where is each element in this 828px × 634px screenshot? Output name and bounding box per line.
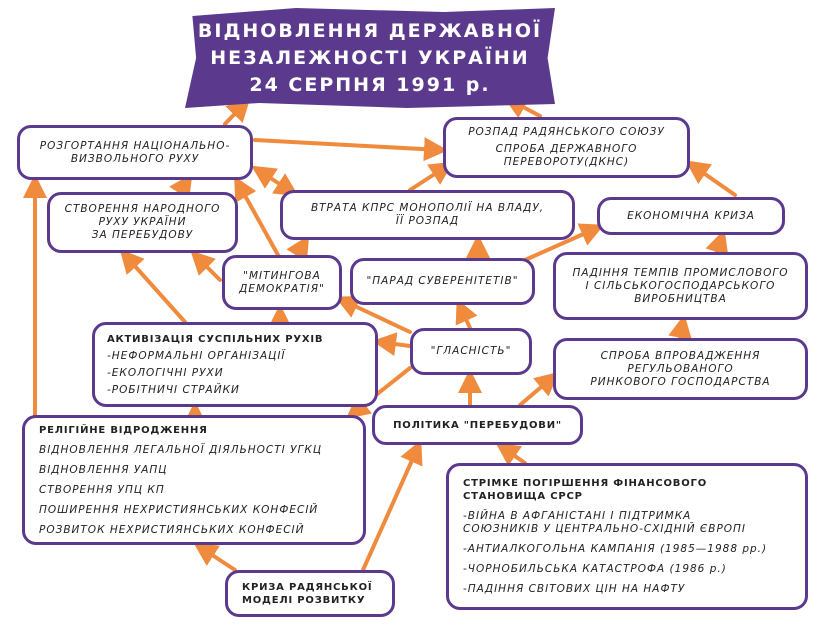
node-text: "МІТИНГОВА — [243, 269, 321, 282]
node-text: ЇЇ РОЗПАД — [395, 215, 460, 227]
node-item: ВІДНОВЛЕННЯ ЛЕГАЛЬНОЇ ДІЯЛЬНОСТІ УГКЦ — [39, 443, 322, 456]
node-heading: РЕЛІГІЙНЕ ВІДРОДЖЕННЯ — [39, 424, 208, 436]
node-social-movements: АКТИВІЗАЦІЯ СУСПІЛЬНИХ РУХІВ -НЕФОРМАЛЬН… — [92, 322, 378, 407]
title-line: 24 СЕРПНЯ 1991 р. — [249, 73, 491, 96]
node-item: ВІДНОВЛЕННЯ УАПЦ — [39, 463, 168, 476]
node-item: -ВІЙНА В АФГАНІСТАНІ І ПІДТРИМКА — [463, 510, 692, 522]
arrow — [190, 250, 222, 282]
arrow — [223, 97, 251, 126]
node-item: ПОШИРЕННЯ НЕХРИСТИЯНСЬКИХ КОНФЕСІЙ — [39, 503, 319, 516]
node-text: ВИРОБНИЦТВА — [634, 292, 727, 305]
arrow — [705, 229, 729, 256]
node-economic-crisis: ЕКОНОМІЧНА КРИЗА — [597, 197, 785, 235]
arrow — [408, 161, 454, 192]
node-perestroika: ПОЛІТИКА "ПЕРЕБУДОВИ" — [372, 405, 583, 445]
node-text: ПЕРЕВОРОТУ(ДКНС) — [503, 156, 630, 168]
node-text: РИНКОВОГО ГОСПОДАРСТВА — [590, 375, 771, 388]
node-glasnost: "ГЛАСНІСТЬ" — [410, 328, 532, 375]
arrow — [334, 295, 412, 334]
node-text: ЗА ПЕРЕБУДОВУ — [91, 229, 194, 241]
arrow — [685, 160, 737, 197]
node-item: -АНТИАЛКОГОЛЬНА КАМПАНІЯ (1985—1988 рр.) — [463, 543, 768, 555]
arrow — [119, 249, 187, 324]
node-text: РОЗГОРТАННЯ НАЦІОНАЛЬНО- — [39, 139, 231, 152]
arrow — [518, 371, 560, 407]
node-rally-democracy: "МІТИНГОВА ДЕМОКРАТІЯ" — [222, 255, 342, 310]
title-banner: ВІДНОВЛЕННЯ ДЕРЖАВНОЇ НЕЗАЛЕЖНОСТІ УКРАЇ… — [185, 8, 555, 108]
node-text: СТВОРЕННЯ НАРОДНОГО — [64, 203, 221, 215]
node-text: ВИЗВОЛЬНОГО РУХУ — [70, 152, 200, 165]
node-item: СТВОРЕННЯ УПЦ КП — [39, 483, 165, 496]
node-text: ЕКОНОМІЧНА КРИЗА — [627, 209, 755, 222]
node-ussr-collapse: РОЗПАД РАДЯНСЬКОГО СОЮЗУ СПРОБА ДЕРЖАВНО… — [443, 117, 690, 178]
node-sovereignty-parade: "ПАРАД СУВЕРЕНІТЕТІВ" — [350, 258, 535, 305]
title-line: НЕЗАЛЕЖНОСТІ УКРАЇНИ — [210, 46, 530, 69]
node-market-attempt: СПРОБА ВПРОВАДЖЕННЯ РЕГУЛЬОВАНОГО РИНКОВ… — [553, 338, 808, 400]
arrow — [455, 298, 478, 330]
node-religious-revival: РЕЛІГІЙНЕ ВІДРОДЖЕННЯ ВІДНОВЛЕННЯ ЛЕГАЛЬ… — [22, 415, 366, 545]
node-financial-decline: СТРІМКЕ ПОГІРШЕННЯ ФІНАНСОВОГО СТАНОВИЩА… — [446, 463, 808, 610]
node-text: РОЗПАД РАДЯНСЬКОГО СОЮЗУ — [468, 126, 665, 138]
arrow — [193, 542, 237, 572]
node-cpsu-loss: ВТРАТА КПРС МОНОПОЛІЇ НА ВЛАДУ, ЇЇ РОЗПА… — [280, 190, 575, 240]
node-rukh: СТВОРЕННЯ НАРОДНОГО РУХУ УКРАЇНИ ЗА ПЕРЕ… — [47, 192, 238, 253]
arrow — [286, 235, 310, 262]
node-text: ДЕМОКРАТІЯ" — [239, 282, 325, 295]
node-text: "ГЛАСНІСТЬ" — [430, 345, 512, 357]
arrow — [372, 332, 412, 357]
node-text: "ПАРАД СУВЕРЕНІТЕТІВ" — [366, 275, 519, 287]
node-heading: МОДЕЛІ РОЗВИТКУ — [242, 594, 366, 606]
node-text: ПАДІННЯ ТЕМПІВ ПРОМИСЛОВОГО — [572, 266, 789, 279]
node-item: -ЧОРНОБИЛЬСЬКА КАТАСТРОФА (1986 р.) — [463, 563, 727, 575]
node-text: І СІЛЬСЬКОГОСПОДАРСЬКОГО — [585, 279, 776, 292]
node-soviet-model-crisis: КРИЗА РАДЯНСЬКОЇ МОДЕЛІ РОЗВИТКУ — [225, 570, 395, 617]
arrow — [234, 176, 280, 257]
arrow — [251, 165, 299, 197]
node-item: -ЕКОЛОГІЧНІ РУХИ — [107, 366, 224, 379]
node-item: РОЗВИТОК НЕХРИСТИЯНСЬКИХ КОНФЕСІЙ — [39, 523, 305, 536]
arrow — [361, 439, 423, 572]
arrow — [495, 442, 527, 466]
node-item: -РОБІТНИЧІ СТРАЙКИ — [107, 383, 240, 396]
node-heading: АКТИВІЗАЦІЯ СУСПІЛЬНИХ РУХІВ — [107, 333, 324, 345]
node-text: СПРОБА ВПРОВАДЖЕННЯ — [600, 349, 761, 362]
arrow — [253, 137, 448, 162]
node-heading: ПОЛІТИКА "ПЕРЕБУДОВИ" — [393, 419, 562, 431]
node-production-decline: ПАДІННЯ ТЕМПІВ ПРОМИСЛОВОГО І СІЛЬСЬКОГО… — [553, 252, 808, 320]
arrow — [668, 314, 692, 340]
arrow — [523, 223, 605, 262]
node-heading: СТАНОВИЩА СРСР — [463, 491, 583, 502]
node-national-movement: РОЗГОРТАННЯ НАЦІОНАЛЬНО- ВИЗВОЛЬНОГО РУХ… — [17, 125, 253, 180]
node-heading: КРИЗА РАДЯНСЬКОЇ — [242, 581, 373, 593]
node-item: -ПАДІННЯ СВІТОВИХ ЦІН НА НАФТУ — [463, 583, 686, 595]
node-text: РУХУ УКРАЇНИ — [98, 216, 187, 228]
node-item: -НЕФОРМАЛЬНІ ОРГАНІЗАЦІЇ — [107, 349, 286, 362]
node-heading: СТРІМКЕ ПОГІРШЕННЯ ФІНАНСОВОГО — [463, 478, 707, 489]
node-text: СПРОБА ДЕРЖАВНОГО — [495, 143, 638, 155]
node-item: СОЮЗНИКІВ У ЦЕНТРАЛЬНО-СХІДНІЙ ЄВРОПІ — [463, 523, 747, 535]
arrow — [169, 173, 193, 200]
node-text: РЕГУЛЬОВАНОГО — [627, 362, 734, 375]
title-line: ВІДНОВЛЕННЯ ДЕРЖАВНОЇ — [197, 19, 543, 42]
node-text: ВТРАТА КПРС МОНОПОЛІЇ НА ВЛАДУ, — [310, 202, 545, 214]
